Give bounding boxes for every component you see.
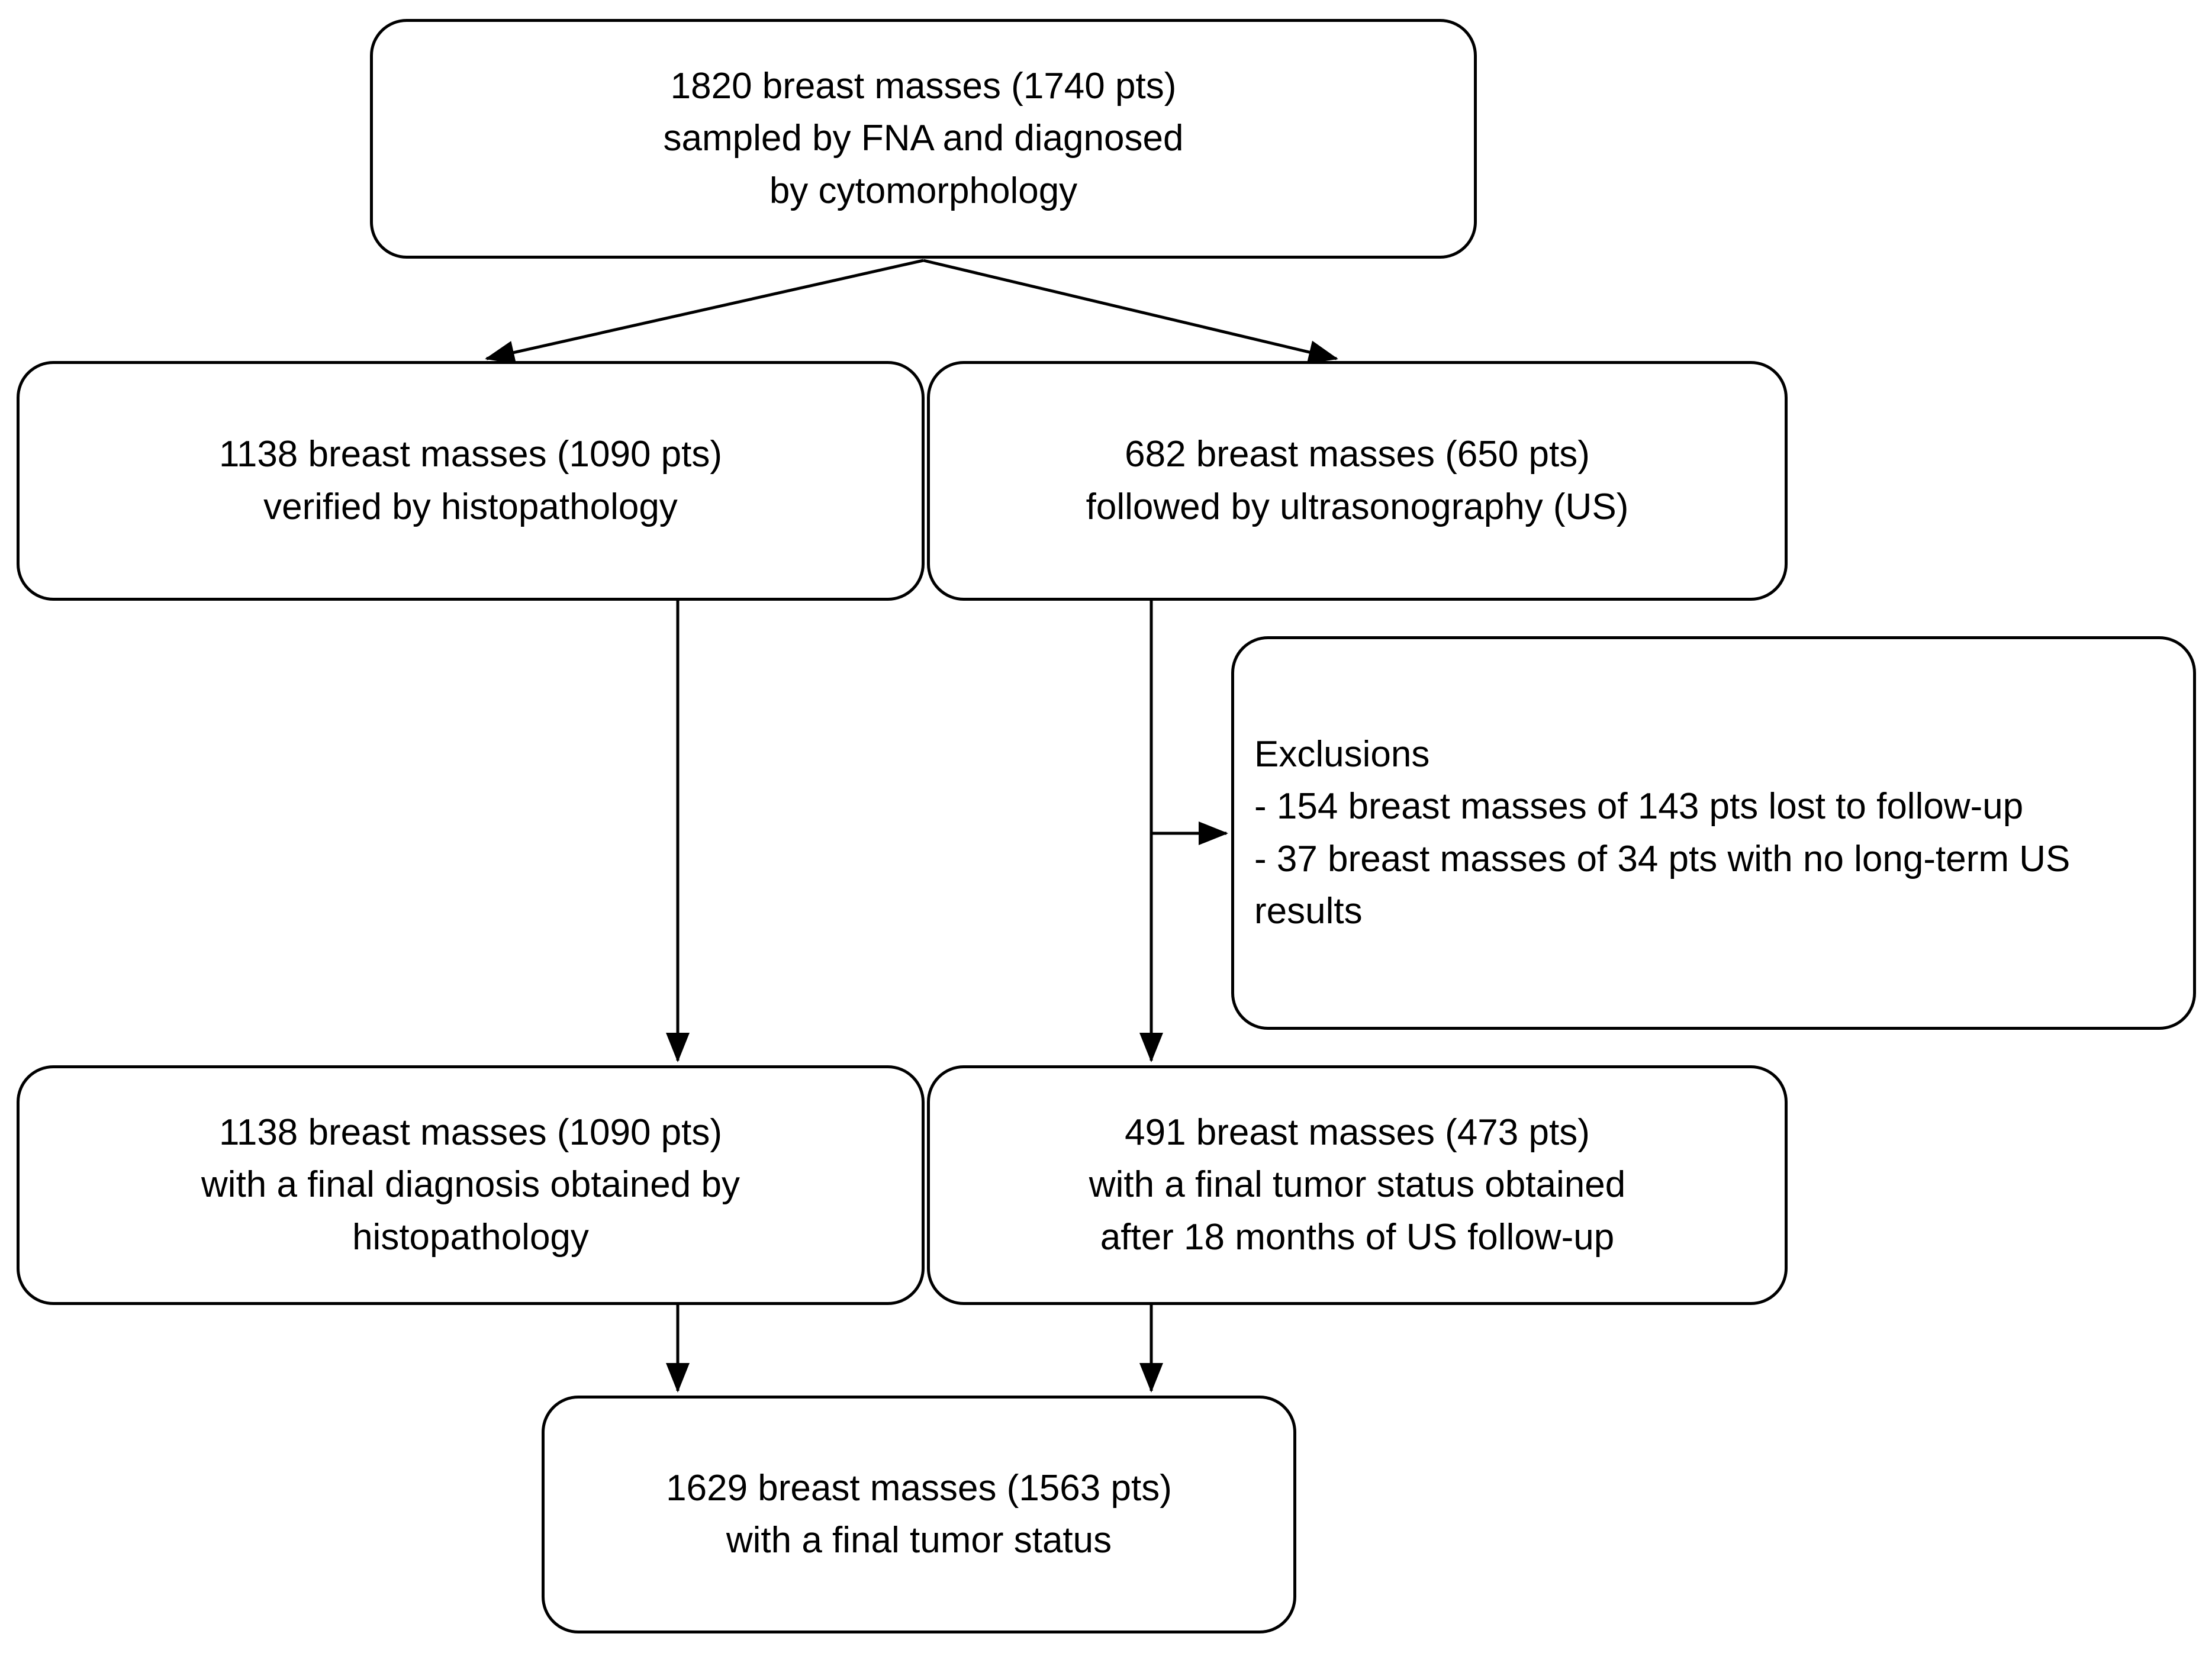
node-verified-histopathology: 1138 breast masses (1090 pts) verified b… [17, 361, 925, 601]
node-final-status-us-followup: 491 breast masses (473 pts) with a final… [927, 1065, 1788, 1305]
node-followed-ultrasonography: 682 breast masses (650 pts) followed by … [927, 361, 1788, 601]
node-exclusions-label: Exclusions - 154 breast masses of 143 pt… [1254, 734, 2071, 932]
node-final-diagnosis-histopathology: 1138 breast masses (1090 pts) with a fin… [17, 1065, 925, 1305]
node-verified-histopathology-label: 1138 breast masses (1090 pts) verified b… [218, 434, 723, 527]
edge-top-to-ultrasonography [923, 259, 1338, 364]
node-cohort-sampled-label: 1820 breast masses (1740 pts) sampled by… [663, 66, 1184, 211]
node-final-status-us-followup-label: 491 breast masses (473 pts) with a final… [1089, 1112, 1626, 1258]
node-followed-ultrasonography-label: 682 breast masses (650 pts) followed by … [1086, 434, 1629, 527]
node-final-diagnosis-histopathology-label: 1138 breast masses (1090 pts) with a fin… [201, 1112, 740, 1258]
node-cohort-sampled: 1820 breast masses (1740 pts) sampled by… [370, 19, 1477, 259]
node-final-tumor-status-label: 1629 breast masses (1563 pts) with a fin… [666, 1467, 1172, 1561]
edge-top-to-histopathology [485, 259, 924, 365]
node-exclusions: Exclusions - 154 breast masses of 143 pt… [1231, 636, 2196, 1030]
node-final-tumor-status: 1629 breast masses (1563 pts) with a fin… [542, 1396, 1296, 1633]
